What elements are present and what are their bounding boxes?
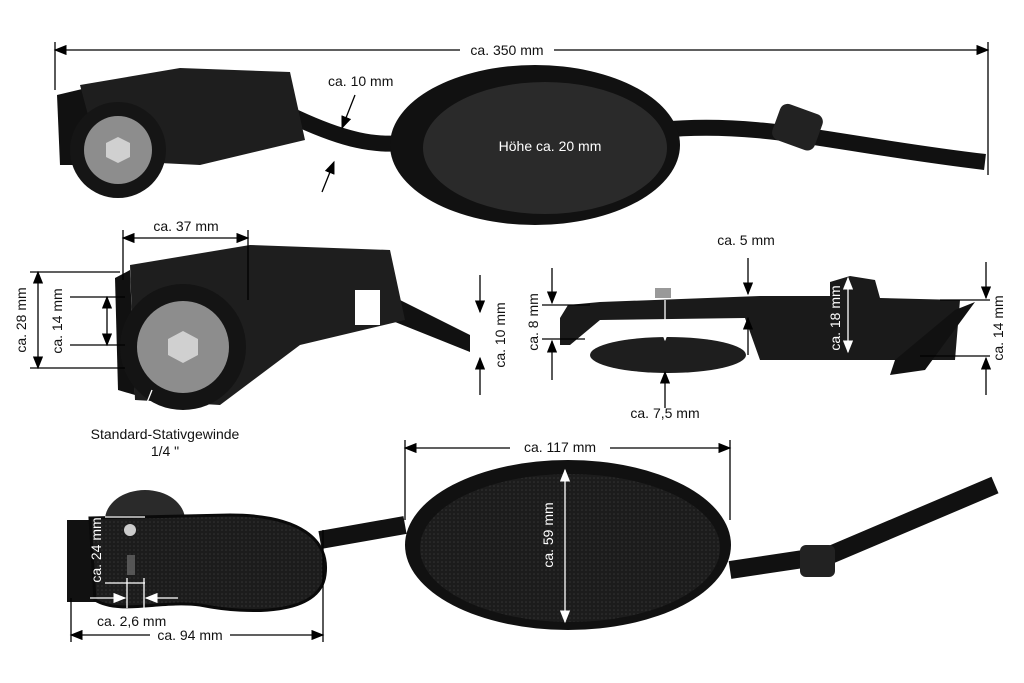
pad-height-label: Höhe ca. 20 mm: [499, 138, 602, 154]
base-plate: [88, 513, 328, 613]
pad-length-label: ca. 117 mm: [524, 439, 596, 455]
wheel-height-label: ca. 7,5 mm: [630, 405, 699, 421]
pad-width-label: ca. 59 mm: [540, 502, 556, 567]
plate-thickness-label: ca. 5 mm: [717, 232, 775, 248]
bottom-view: [67, 460, 999, 630]
strap-width-top-label: ca. 10 mm: [328, 73, 393, 89]
front-view-bracket: [115, 245, 470, 410]
thread-label-line1: Standard-Stativgewinde: [91, 426, 240, 442]
bracket-width-label: ca. 37 mm: [153, 218, 218, 234]
strap-buckle: [772, 103, 823, 151]
end-height-label: ca. 14 mm: [990, 295, 1006, 360]
screw-slot-width-label: ca. 2,6 mm: [97, 613, 166, 629]
slot-height-label: ca. 14 mm: [49, 288, 65, 353]
hook-height-label: ca. 8 mm: [525, 293, 541, 351]
body-height-label: ca. 18 mm: [827, 285, 843, 350]
side-view: [560, 276, 975, 375]
total-length-label: ca. 350 mm: [470, 42, 543, 58]
top-view-strap: [57, 65, 986, 225]
tripod-wheel-side: [590, 337, 746, 373]
plate-length-label: ca. 94 mm: [157, 627, 222, 643]
bracket-height-label: ca. 28 mm: [13, 287, 29, 352]
strap-width-mid-label: ca. 10 mm: [492, 302, 508, 367]
thread-label-line2: 1/4 ": [151, 443, 179, 459]
screw-slot-length-label: ca. 24 mm: [88, 517, 104, 582]
